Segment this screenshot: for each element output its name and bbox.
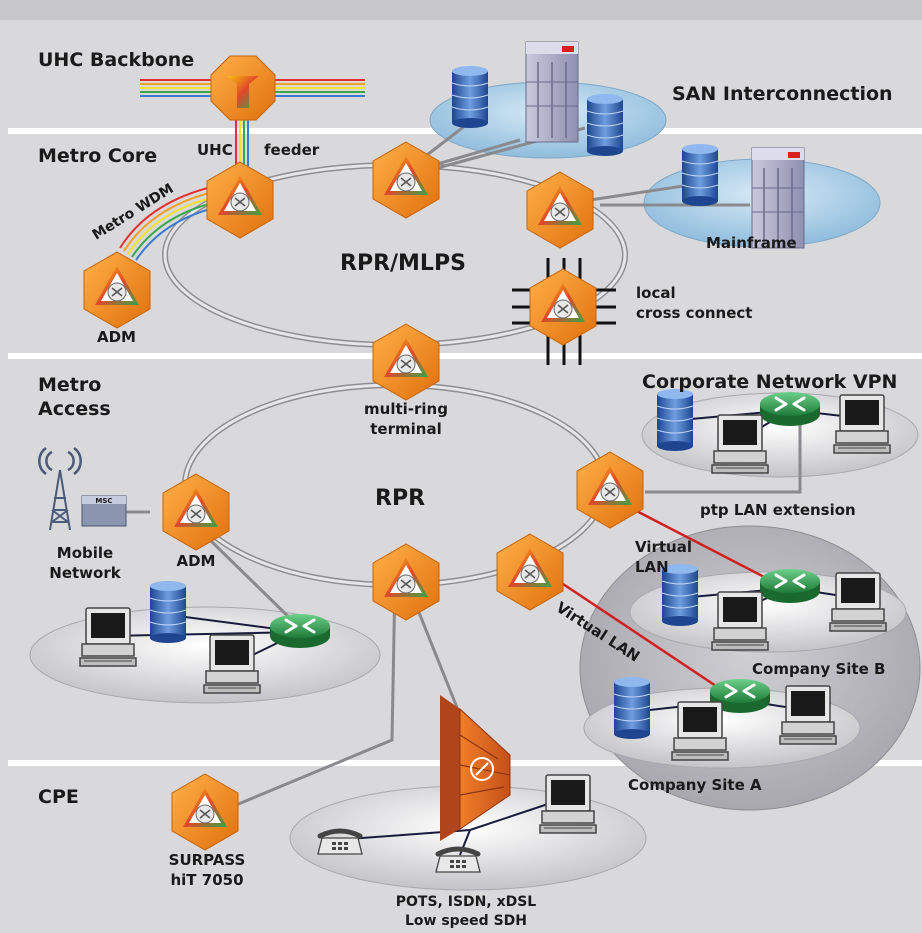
section-metro-access-1: Metro (38, 374, 101, 396)
pc-icon (671, 701, 729, 761)
access-node-bottom-icon[interactable] (372, 543, 440, 621)
mainframe-label: Mainframe (706, 234, 797, 252)
uhc-backbone-node-icon[interactable] (210, 55, 276, 121)
vlan-node-icon[interactable] (496, 533, 564, 611)
rpr-mlps-label: RPR/MLPS (340, 251, 466, 276)
cross-connect-node-icon[interactable] (529, 268, 597, 346)
section-uhc-backbone: UHC Backbone (38, 49, 194, 71)
pc-icon (79, 607, 137, 667)
surpass-label-1: SURPASS (169, 851, 246, 869)
mobile-network-label-1: Mobile (57, 544, 113, 562)
storage-icon (451, 65, 489, 129)
company-site-a-label: Company Site A (628, 776, 762, 794)
section-cpe: CPE (38, 786, 79, 808)
pc-icon (711, 414, 769, 474)
pc-icon (829, 572, 887, 632)
ptp-node-icon[interactable] (576, 451, 644, 529)
router-icon[interactable] (758, 567, 822, 605)
storage-icon (613, 676, 651, 740)
divider-access (8, 353, 922, 359)
multi-ring-label-2: terminal (370, 420, 441, 438)
corporate-vpn-label: Corporate Network VPN (642, 371, 897, 393)
vlan-label-2: LAN (635, 558, 669, 576)
storage-icon (656, 388, 694, 452)
adm-access-label: ADM (177, 552, 216, 570)
firewall-icon (440, 695, 511, 841)
router-icon[interactable] (758, 390, 822, 428)
pc-icon (539, 774, 597, 834)
storage-icon (586, 93, 624, 157)
adm-core-node-icon[interactable] (83, 251, 151, 329)
connections (100, 120, 802, 820)
radio-tower-icon (38, 446, 82, 531)
rpr-label: RPR (375, 486, 425, 511)
multi-ring-label-1: multi-ring (364, 400, 448, 418)
ptp-lan-label: ptp LAN extension (700, 501, 856, 519)
pots-label-2: Low speed SDH (405, 913, 527, 929)
storage-icon (149, 580, 187, 644)
cross-connect-label-1: local (636, 284, 676, 302)
storage-icon (681, 143, 719, 207)
vlan-label-1: Virtual (635, 538, 692, 556)
uhc-label: UHC (197, 141, 233, 159)
company-site-b-label: Company Site B (752, 660, 885, 678)
mainframe-icon (751, 147, 805, 249)
msc-box-icon: MSC (81, 495, 127, 527)
section-metro-core: Metro Core (38, 145, 157, 167)
mobile-network-label-2: Network (49, 564, 121, 582)
pc-icon (203, 634, 261, 694)
pc-icon (711, 591, 769, 651)
vlan-lines (544, 503, 771, 692)
pc-icon (833, 394, 891, 454)
surpass-label-2: hiT 7050 (170, 871, 243, 889)
feeder-label: feeder (264, 141, 320, 159)
adm-core-label: ADM (97, 328, 136, 346)
surpass-node-icon[interactable] (171, 773, 239, 851)
top-band (0, 0, 922, 20)
server-icon (525, 41, 579, 143)
cross-connect-label-2: cross connect (636, 304, 752, 322)
router-icon[interactable] (268, 612, 332, 650)
pots-label-1: POTS, ISDN, xDSL (396, 894, 537, 910)
pc-icon (779, 685, 837, 745)
section-metro-access-2: Access (38, 398, 111, 420)
san-interconnection-label: SAN Interconnection (672, 83, 893, 105)
feeder-node-icon[interactable] (206, 161, 274, 239)
msc-label: MSC (95, 497, 112, 505)
